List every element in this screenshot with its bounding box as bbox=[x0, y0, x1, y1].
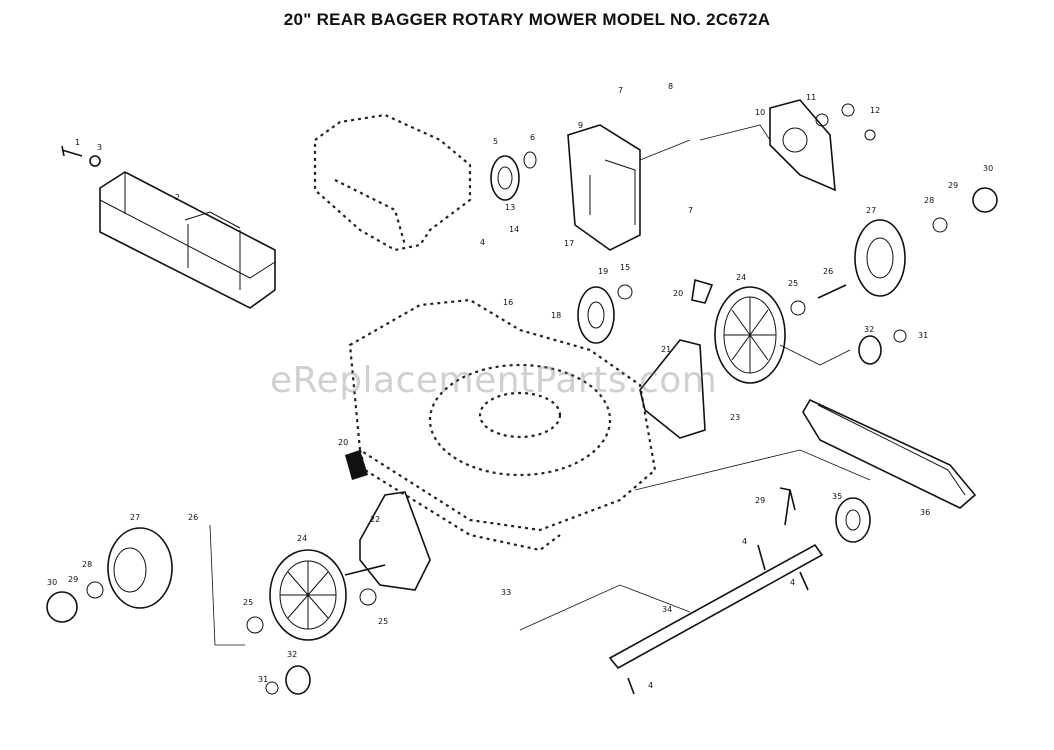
pulley-part-5 bbox=[490, 151, 537, 201]
callout-4: 4 bbox=[742, 537, 747, 546]
callout-24: 24 bbox=[297, 534, 307, 543]
axle-part-34 bbox=[608, 543, 824, 695]
callout-25: 25 bbox=[378, 617, 388, 626]
flap-part-20-left bbox=[345, 450, 368, 480]
callout-6: 6 bbox=[530, 133, 535, 142]
callout-2: 2 bbox=[175, 193, 180, 202]
callout-13: 13 bbox=[505, 203, 515, 212]
height-adjuster-part-21 bbox=[639, 278, 714, 439]
gear-wheel-part-24-right bbox=[714, 284, 847, 384]
drive-belt-part-36 bbox=[802, 398, 977, 509]
callout-22: 22 bbox=[370, 515, 380, 524]
callout-7: 7 bbox=[618, 86, 623, 95]
callout-31: 31 bbox=[918, 331, 928, 340]
callout-20: 20 bbox=[673, 289, 683, 298]
handle-bracket-part bbox=[567, 124, 641, 251]
callout-4: 4 bbox=[790, 578, 795, 587]
bolt-part-1 bbox=[61, 145, 101, 167]
callout-5: 5 bbox=[493, 137, 498, 146]
callout-20: 20 bbox=[338, 438, 348, 447]
callout-11: 11 bbox=[806, 93, 816, 102]
wheel-part-27-right bbox=[854, 187, 998, 297]
height-adjuster-part-22 bbox=[344, 491, 431, 591]
callout-28: 28 bbox=[924, 196, 934, 205]
callout-10: 10 bbox=[755, 108, 765, 117]
gear-wheel-part-24-left bbox=[246, 549, 377, 641]
callout-1: 1 bbox=[75, 138, 80, 147]
watermark-text: eReplacementParts.com bbox=[270, 360, 718, 401]
callout-29: 29 bbox=[68, 575, 78, 584]
callout-28: 28 bbox=[82, 560, 92, 569]
callout-16: 16 bbox=[503, 298, 513, 307]
diagram-title: 20" REAR BAGGER ROTARY MOWER MODEL NO. 2… bbox=[283, 10, 771, 29]
small-gear-part-32-right bbox=[858, 329, 907, 365]
callout-3: 3 bbox=[97, 143, 102, 152]
callout-26: 26 bbox=[823, 267, 833, 276]
callout-27: 27 bbox=[130, 513, 140, 522]
pulley-part-19 bbox=[577, 284, 633, 344]
callout-33: 33 bbox=[501, 588, 511, 597]
pulley-part-35 bbox=[835, 497, 871, 543]
callout-23: 23 bbox=[730, 413, 740, 422]
callout-18: 18 bbox=[551, 311, 561, 320]
wheel-part-27-left bbox=[46, 527, 173, 623]
callout-29: 29 bbox=[948, 181, 958, 190]
callout-19: 19 bbox=[598, 267, 608, 276]
cotter-pin-part-29 bbox=[779, 487, 796, 526]
callout-12: 12 bbox=[870, 106, 880, 115]
callout-7: 7 bbox=[688, 206, 693, 215]
engine-outline bbox=[313, 113, 472, 252]
callout-14: 14 bbox=[509, 225, 519, 234]
callout-26: 26 bbox=[188, 513, 198, 522]
callout-labels: 1 3 2 5 6 4 7 8 9 7 10 11 12 13 14 17 16… bbox=[47, 82, 993, 690]
callout-25: 25 bbox=[788, 279, 798, 288]
callout-17: 17 bbox=[564, 239, 574, 248]
callout-36: 36 bbox=[920, 508, 930, 517]
callout-8: 8 bbox=[668, 82, 673, 91]
callout-21: 21 bbox=[661, 345, 671, 354]
callout-4: 4 bbox=[480, 238, 485, 247]
small-gear-part-32-left bbox=[265, 665, 311, 695]
callout-31: 31 bbox=[258, 675, 268, 684]
callout-32: 32 bbox=[287, 650, 297, 659]
callout-34: 34 bbox=[662, 605, 672, 614]
callout-4: 4 bbox=[648, 681, 653, 690]
callout-27: 27 bbox=[866, 206, 876, 215]
callout-35: 35 bbox=[832, 492, 842, 501]
mower-deck-outline bbox=[348, 298, 657, 552]
callout-32: 32 bbox=[864, 325, 874, 334]
callout-30: 30 bbox=[983, 164, 993, 173]
callout-30: 30 bbox=[47, 578, 57, 587]
callout-9: 9 bbox=[578, 121, 583, 130]
callout-25: 25 bbox=[243, 598, 253, 607]
assembly-guide-lines bbox=[209, 124, 871, 646]
callout-29: 29 bbox=[755, 496, 765, 505]
bracket-plate-part-10 bbox=[769, 99, 876, 192]
grass-bag-part bbox=[99, 171, 276, 309]
callout-15: 15 bbox=[620, 263, 630, 272]
callout-24: 24 bbox=[736, 273, 746, 282]
